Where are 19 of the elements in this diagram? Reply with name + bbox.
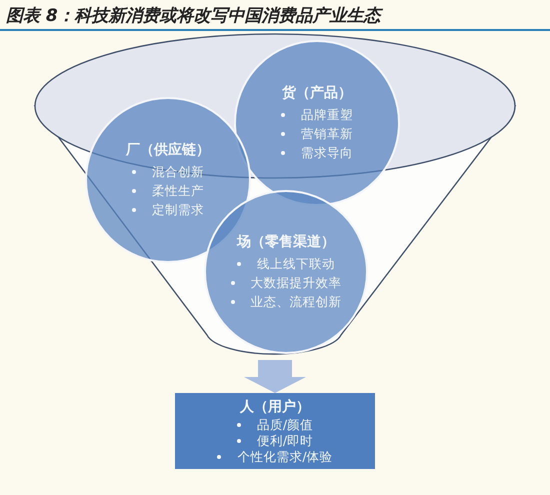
bullet-text: 营销革新 — [301, 125, 353, 143]
bullet-text: 便利/即时 — [256, 432, 314, 448]
bullet-text: 定制需求 — [152, 201, 204, 219]
bullet-text: 混合创新 — [152, 163, 204, 181]
bullet-text: 线上线下联动 — [257, 255, 335, 273]
bullet-text: 大数据提升效率 — [250, 274, 342, 292]
bullet-text: 品质/颜值 — [256, 416, 314, 432]
bullet-text: 柔性生产 — [152, 182, 204, 200]
bullet-text: 个性化需求/体验 — [237, 448, 333, 464]
node-heading: 人（用户） — [240, 398, 310, 416]
node-heading: 场（零售渠道） — [237, 233, 335, 251]
user-box — [175, 393, 375, 469]
bullet-text: 品牌重塑 — [301, 106, 353, 124]
bullet-text: 业态、流程创新 — [250, 293, 342, 311]
block-arrow — [244, 360, 306, 393]
bullet-text: 需求导向 — [301, 144, 353, 162]
figure-title: 图表 8：科技新消费或将改写中国消费品产业生态 — [6, 5, 381, 27]
node-heading: 货（产品） — [282, 84, 352, 102]
node-heading: 厂（供应链） — [126, 141, 210, 159]
